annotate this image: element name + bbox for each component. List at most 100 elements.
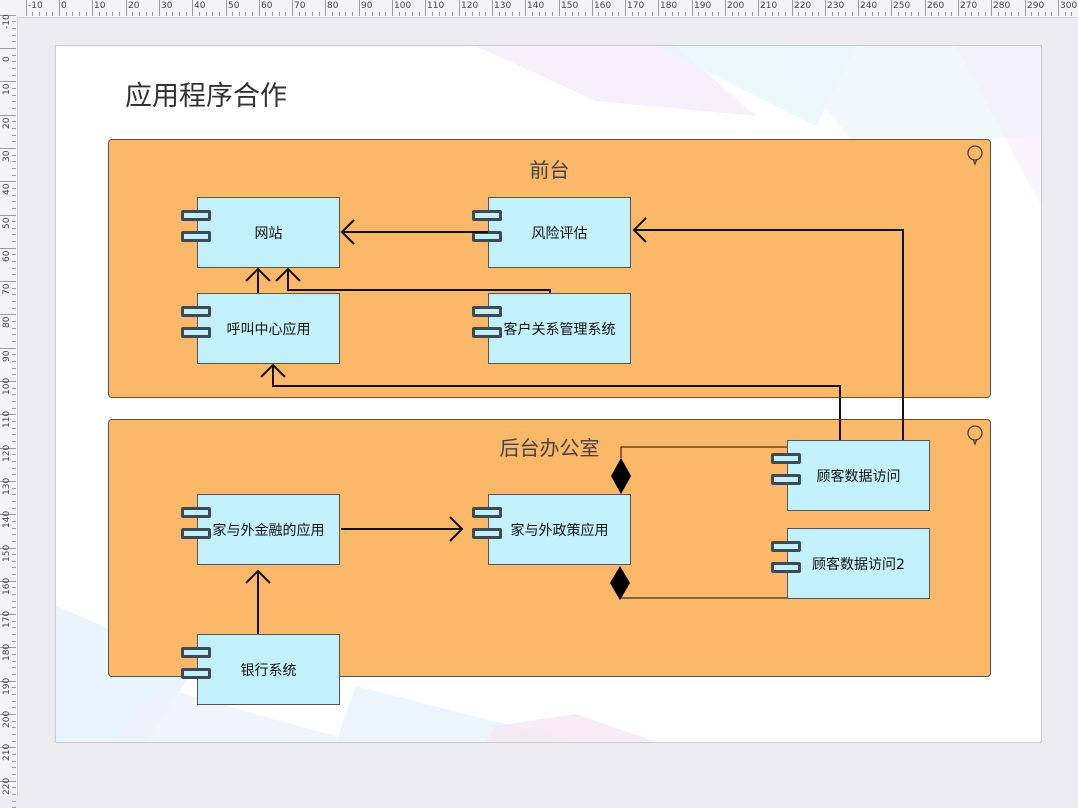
ruler-minor-tick bbox=[66, 12, 67, 16]
ruler-minor-tick bbox=[12, 461, 16, 462]
note-icon[interactable] bbox=[966, 425, 986, 447]
ruler-minor-tick bbox=[212, 12, 213, 16]
component-call-center[interactable]: 呼叫中心应用 bbox=[181, 293, 340, 364]
ruler-minor-tick bbox=[12, 627, 16, 628]
ruler-minor-tick bbox=[905, 12, 906, 16]
ruler-tick bbox=[0, 714, 16, 715]
composition-diamond bbox=[611, 458, 631, 494]
component-home-policy[interactable]: 家与外政策应用 bbox=[472, 494, 631, 565]
ruler-minor-tick bbox=[12, 508, 16, 509]
ruler-minor-tick bbox=[998, 12, 999, 16]
ruler-tick bbox=[0, 548, 16, 549]
ruler-minor-tick bbox=[971, 12, 972, 16]
ruler-minor-tick bbox=[12, 634, 16, 635]
ruler-minor-tick bbox=[12, 641, 16, 642]
ruler-minor-tick bbox=[272, 12, 273, 16]
ruler-tick bbox=[692, 0, 693, 16]
component-label: 家与外金融的应用 bbox=[212, 522, 325, 539]
component-bank-system[interactable]: 银行系统 bbox=[181, 634, 340, 705]
ruler-minor-tick bbox=[12, 175, 16, 176]
ruler-label: 220 bbox=[794, 1, 812, 11]
ruler-minor-tick bbox=[52, 12, 53, 16]
ruler-minor-tick bbox=[352, 12, 353, 16]
ruler-tick bbox=[0, 314, 16, 315]
ruler-minor-tick bbox=[1018, 12, 1019, 16]
ruler-minor-tick bbox=[339, 12, 340, 16]
ruler-minor-tick bbox=[12, 88, 16, 89]
ruler-minor-tick bbox=[805, 12, 806, 16]
ruler-minor-tick bbox=[12, 261, 16, 262]
connector-custdata-to-callcenter bbox=[272, 365, 841, 440]
ruler-minor-tick bbox=[12, 55, 16, 56]
ruler-minor-tick bbox=[12, 761, 16, 762]
component-home-finance[interactable]: 家与外金融的应用 bbox=[181, 494, 340, 565]
ruler-minor-tick bbox=[372, 12, 373, 16]
ruler-minor-tick bbox=[12, 75, 16, 76]
ruler-label: -10 bbox=[28, 1, 43, 11]
ruler-minor-tick bbox=[12, 767, 16, 768]
ruler-minor-tick bbox=[445, 12, 446, 16]
ruler-label: 240 bbox=[860, 1, 878, 11]
ruler-minor-tick bbox=[186, 12, 187, 16]
ruler-tick bbox=[0, 581, 16, 582]
arrowhead bbox=[260, 363, 286, 378]
ruler-minor-tick bbox=[878, 12, 879, 16]
ruler-minor-tick bbox=[738, 12, 739, 16]
component-risk-assessment[interactable]: 风险评估 bbox=[472, 197, 631, 268]
ruler-tick bbox=[792, 0, 793, 16]
component-customer-data-access-2[interactable]: 顾客数据访问2 bbox=[771, 528, 930, 599]
ruler-minor-tick bbox=[285, 12, 286, 16]
ruler-minor-tick bbox=[578, 12, 579, 16]
ruler-minor-tick bbox=[945, 12, 946, 16]
ruler-minor-tick bbox=[12, 494, 16, 495]
ruler-minor-tick bbox=[12, 721, 16, 722]
ruler-minor-tick bbox=[565, 12, 566, 16]
ruler-minor-tick bbox=[232, 12, 233, 16]
component-customer-data-access[interactable]: 顾客数据访问 bbox=[771, 440, 930, 511]
ruler-minor-tick bbox=[86, 12, 87, 16]
ruler-minor-tick bbox=[12, 21, 16, 22]
component-icon bbox=[771, 453, 801, 464]
note-icon[interactable] bbox=[966, 145, 986, 167]
ruler-label: 230 bbox=[827, 1, 845, 11]
component-icon bbox=[181, 210, 211, 221]
ruler-minor-tick bbox=[618, 12, 619, 16]
ruler-label: 130 bbox=[494, 1, 512, 11]
component-icon bbox=[771, 562, 801, 573]
ruler-minor-tick bbox=[12, 428, 16, 429]
ruler-minor-tick bbox=[12, 354, 16, 355]
ruler-minor-tick bbox=[12, 501, 16, 502]
ruler-minor-tick bbox=[1051, 12, 1052, 16]
ruler-minor-tick bbox=[765, 12, 766, 16]
component-icon bbox=[472, 306, 502, 317]
component-label: 客户关系管理系统 bbox=[503, 321, 616, 338]
ruler-minor-tick bbox=[698, 12, 699, 16]
component-icon bbox=[181, 231, 211, 242]
ruler-tick bbox=[891, 0, 892, 16]
ruler-minor-tick bbox=[412, 12, 413, 16]
ruler-minor-tick bbox=[12, 161, 16, 162]
ruler-tick bbox=[825, 0, 826, 16]
ruler-minor-tick bbox=[12, 135, 16, 136]
component-website[interactable]: 网站 bbox=[181, 197, 340, 268]
ruler-minor-tick bbox=[12, 155, 16, 156]
ruler-tick bbox=[592, 0, 593, 16]
component-crm[interactable]: 客户关系管理系统 bbox=[472, 293, 631, 364]
ruler-minor-tick bbox=[12, 208, 16, 209]
ruler-tick bbox=[26, 0, 27, 16]
component-icon bbox=[181, 306, 211, 317]
ruler-minor-tick bbox=[12, 701, 16, 702]
connector-crm-to-website bbox=[287, 269, 551, 293]
ruler-minor-tick bbox=[832, 12, 833, 16]
ruler-label: 150 bbox=[561, 1, 579, 11]
ruler-label: 180 bbox=[660, 1, 678, 11]
ruler-minor-tick bbox=[452, 12, 453, 16]
ruler-minor-tick bbox=[139, 12, 140, 16]
component-label: 顾客数据访问2 bbox=[812, 556, 905, 573]
ruler-minor-tick bbox=[12, 794, 16, 795]
ruler-minor-tick bbox=[12, 188, 16, 189]
arrowhead bbox=[449, 516, 464, 542]
group-title: 后台办公室 bbox=[499, 436, 600, 460]
